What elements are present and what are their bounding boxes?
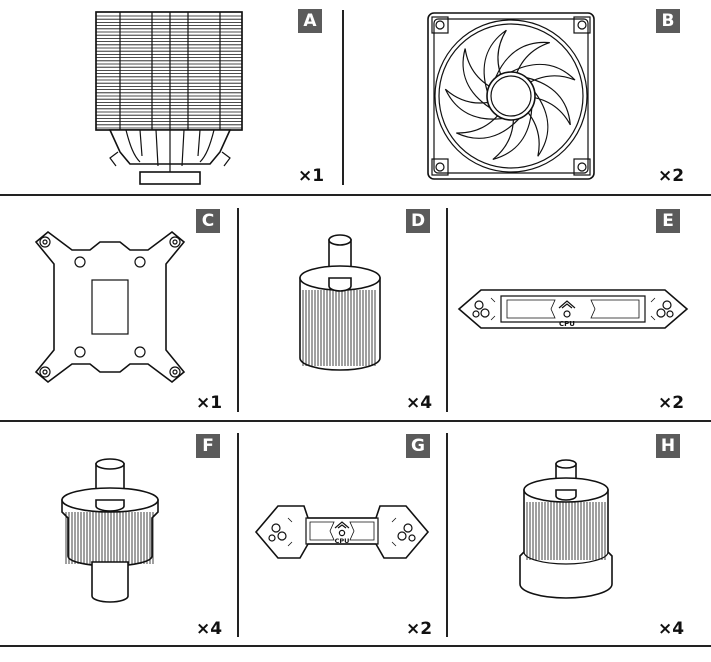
row-divider-1 [0, 194, 711, 196]
part-h-quantity: ×4 [658, 619, 685, 639]
part-f-quantity: ×4 [196, 619, 223, 639]
part-d-badge: D [406, 209, 430, 233]
part-c-quantity: ×1 [196, 393, 223, 413]
part-g-quantity: ×2 [406, 619, 433, 639]
backplate-icon [34, 230, 186, 384]
thumb-nut-icon [519, 459, 613, 599]
standoff-stepped-icon [61, 458, 159, 603]
mounting-bracket-icon: CPU [254, 505, 430, 559]
part-a-quantity: ×1 [298, 166, 325, 186]
column-divider-gh [446, 433, 448, 637]
part-b-quantity: ×2 [658, 166, 685, 186]
part-e-badge: E [656, 209, 680, 233]
column-divider-cd [237, 208, 239, 412]
row-divider-3 [0, 645, 711, 647]
cpu-label-e: CPU [559, 320, 575, 328]
part-d-quantity: ×4 [406, 393, 433, 413]
part-f-badge: F [196, 434, 220, 458]
part-c-badge: C [196, 209, 220, 233]
part-b-badge: B [656, 9, 680, 33]
column-divider-fg [237, 433, 239, 637]
column-divider-ab [342, 10, 344, 185]
part-a-badge: A [298, 9, 322, 33]
row-divider-2 [0, 420, 711, 422]
part-g-badge: G [406, 434, 430, 458]
mounting-bar-icon: CPU [457, 289, 689, 329]
cpu-label-g: CPU [335, 537, 350, 545]
part-h-badge: H [656, 434, 680, 458]
fan-icon [427, 12, 595, 180]
cpu-cooler-heatsink-icon [95, 11, 243, 185]
column-divider-de [446, 208, 448, 412]
part-e-quantity: ×2 [658, 393, 685, 413]
standoff-knurled-icon [299, 234, 381, 371]
